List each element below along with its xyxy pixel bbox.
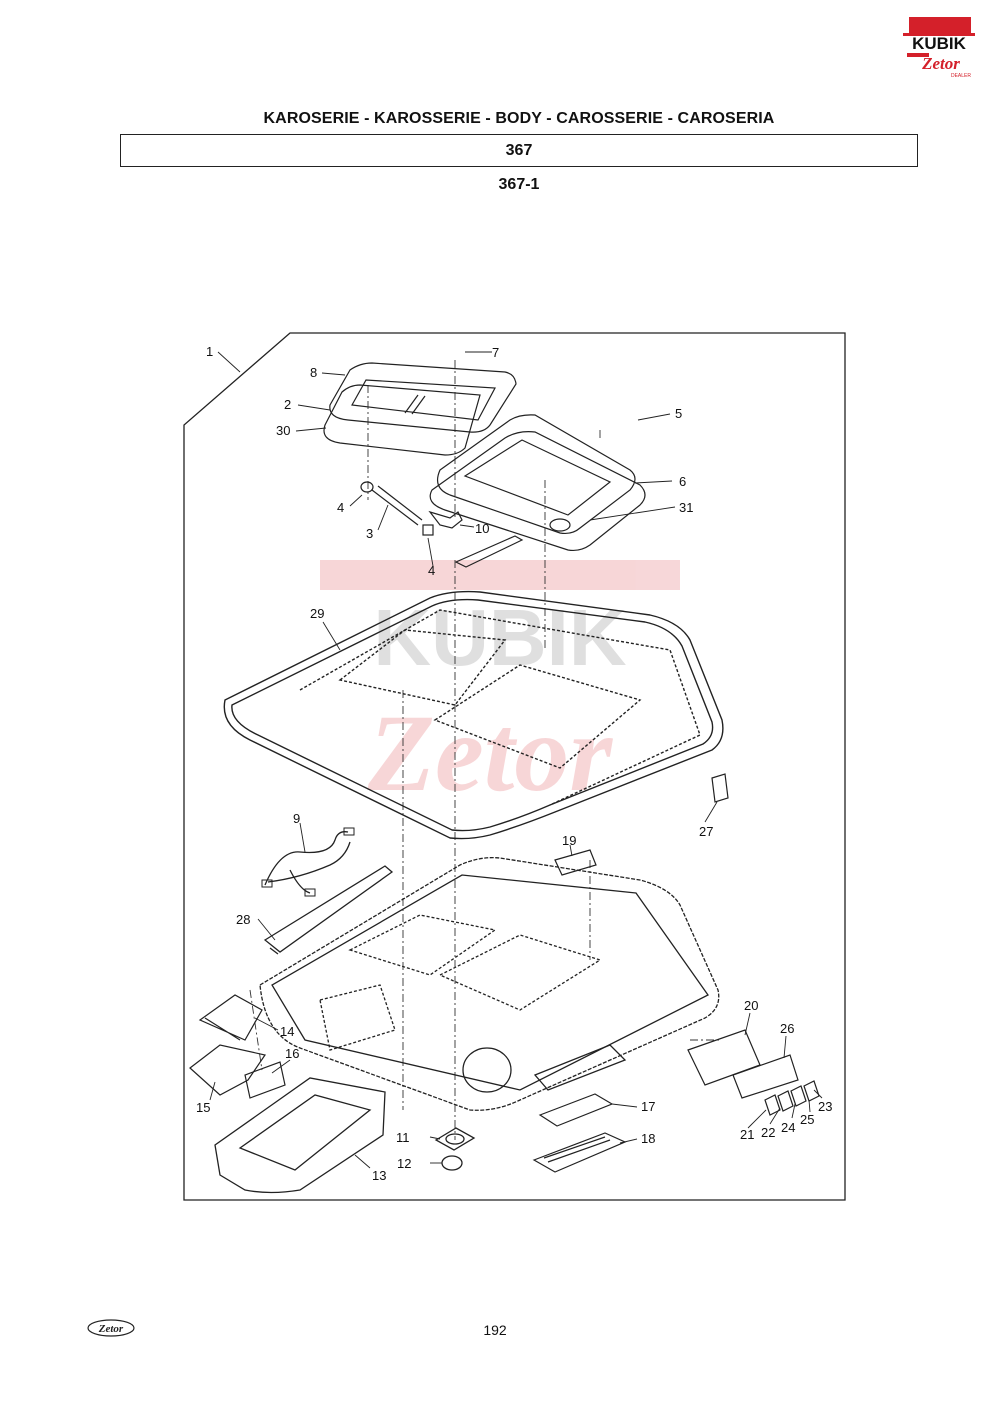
wiring-harness xyxy=(264,831,351,894)
part-label-31: 31 xyxy=(679,500,693,515)
svg-text:Zetor: Zetor xyxy=(921,54,960,73)
part-label-13: 13 xyxy=(372,1168,386,1183)
svg-text:Zetor: Zetor xyxy=(98,1323,124,1335)
part-label-8: 8 xyxy=(310,365,317,380)
part-label-15: 15 xyxy=(196,1100,210,1115)
part-label-27: 27 xyxy=(699,824,713,839)
part-label-29: 29 xyxy=(310,606,324,621)
grille-insert xyxy=(554,849,597,876)
kubik-watermark: KUBIK Zetor xyxy=(320,560,680,814)
skylight-glass xyxy=(323,362,517,456)
part-label-25: 25 xyxy=(800,1112,814,1127)
part-label-17: 17 xyxy=(641,1099,655,1114)
latch-part xyxy=(711,773,729,803)
part-label-1: 1 xyxy=(206,344,213,359)
part-label-24: 24 xyxy=(781,1120,795,1135)
part-label-22: 22 xyxy=(761,1125,775,1140)
figure-number: 367-1 xyxy=(498,176,540,193)
svg-text:KUBIK: KUBIK xyxy=(912,34,967,53)
part-label-5: 5 xyxy=(675,406,682,421)
part-label-21: 21 xyxy=(740,1127,754,1142)
part-label-4a: 4 xyxy=(337,500,344,515)
page-title: KAROSERIE - KAROSSERIE - BODY - CAROSSER… xyxy=(263,110,775,127)
part-label-10: 10 xyxy=(475,521,489,536)
kubik-zetor-logo: KUBIK Zetor DEALER xyxy=(903,17,975,79)
part-label-26: 26 xyxy=(780,1021,794,1036)
gas-strut xyxy=(360,481,524,568)
part-label-30: 30 xyxy=(276,423,290,438)
part-label-28: 28 xyxy=(236,912,250,927)
part-label-19: 19 xyxy=(562,833,576,848)
svg-text:Zetor: Zetor xyxy=(367,692,614,814)
roof-outer-shell xyxy=(223,590,724,840)
part-label-12: 12 xyxy=(397,1156,411,1171)
page-number: 192 xyxy=(483,1322,507,1338)
hatch-frame xyxy=(429,414,646,552)
part-label-23: 23 xyxy=(818,1099,832,1114)
part-label-18: 18 xyxy=(641,1131,655,1146)
part-label-20: 20 xyxy=(744,998,758,1013)
svg-text:DEALER: DEALER xyxy=(951,73,971,79)
filter-grilles xyxy=(532,1093,627,1173)
vent-louvre-set xyxy=(687,1029,820,1116)
part-label-7: 7 xyxy=(492,345,499,360)
part-label-11: 11 xyxy=(396,1130,410,1145)
part-label-4b: 4 xyxy=(428,563,435,578)
roof-tray xyxy=(214,1077,386,1194)
part-label-2: 2 xyxy=(284,397,291,412)
vent-rings xyxy=(434,1127,476,1171)
part-label-9: 9 xyxy=(293,811,300,826)
part-labels: 1 2 3 4 4 5 6 7 8 9 10 11 12 13 14 15 16… xyxy=(196,344,832,1183)
part-label-6: 6 xyxy=(679,474,686,489)
diagram-frame xyxy=(183,332,846,1201)
part-label-3: 3 xyxy=(366,526,373,541)
channel-profile xyxy=(263,865,394,955)
zetor-footer-logo: Zetor xyxy=(87,1319,135,1337)
section-number: 367 xyxy=(505,141,533,159)
bracket-parts xyxy=(189,994,286,1099)
part-label-14: 14 xyxy=(280,1024,294,1039)
svg-text:KUBIK: KUBIK xyxy=(373,593,627,682)
roof-inner-shell xyxy=(259,857,720,1111)
section-number-box: 367 xyxy=(120,134,918,167)
part-label-16: 16 xyxy=(285,1046,299,1061)
